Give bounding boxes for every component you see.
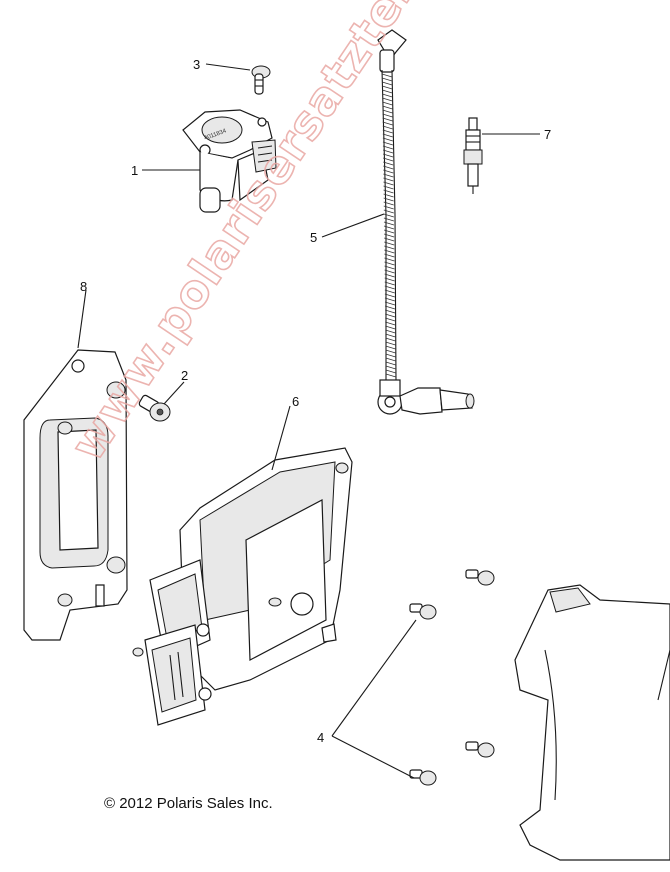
callout-5: 5 — [310, 230, 318, 245]
part-1-ignition-coil: 4011834 — [182, 109, 277, 213]
part-4-screws — [409, 569, 495, 786]
callout-6: 6 — [292, 394, 300, 409]
screw-c — [465, 741, 495, 758]
part-7-spark-plug — [463, 117, 483, 194]
callout-4: 4 — [317, 730, 325, 745]
callout-8: 8 — [80, 279, 88, 294]
part-6-ecu-module — [132, 447, 353, 726]
callout-1: 1 — [131, 163, 139, 178]
part-5-spark-plug-wire — [377, 29, 475, 415]
ecu-cover — [514, 584, 670, 861]
part-2-bolt — [138, 394, 171, 422]
screw-a — [465, 569, 495, 586]
callout-7: 7 — [544, 127, 552, 142]
part-8-mounting-bracket — [23, 349, 128, 641]
screw-d — [409, 769, 437, 786]
screw-b — [409, 603, 437, 620]
copyright-text: © 2012 Polaris Sales Inc. — [104, 795, 273, 812]
callout-2: 2 — [181, 368, 189, 383]
wire-sleeve-texture — [381, 73, 397, 378]
leader-lines — [77, 63, 670, 779]
callout-3: 3 — [193, 57, 201, 72]
part-3-screw — [251, 65, 271, 95]
